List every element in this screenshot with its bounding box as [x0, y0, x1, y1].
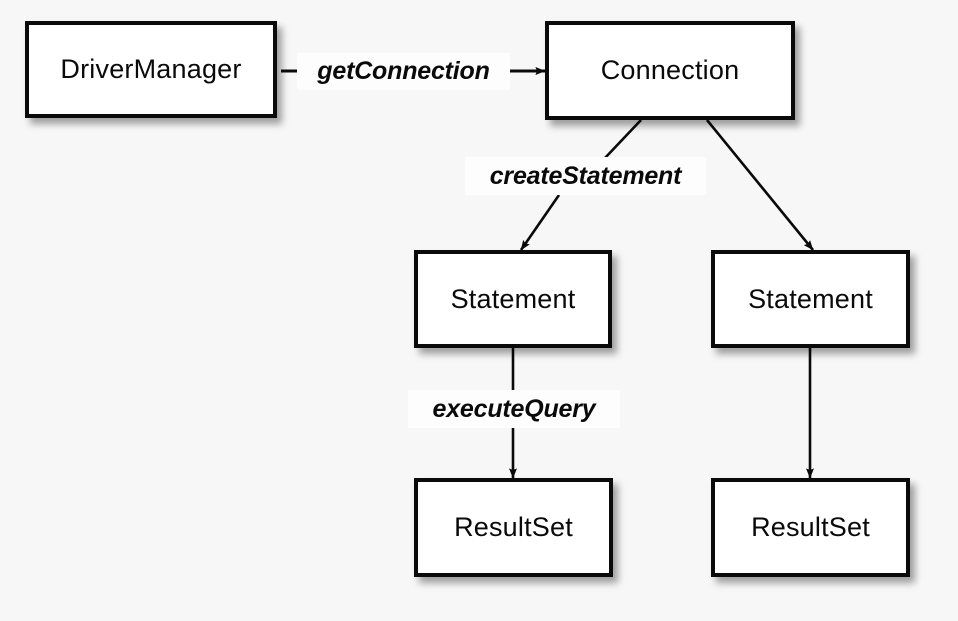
edge-label-text-execute-query: executeQuery — [432, 394, 596, 423]
edge-label-text-get-connection: getConnection — [317, 57, 490, 85]
node-driver-manager[interactable]: DriverManager — [25, 21, 277, 118]
edge-create-statement-lower — [519, 194, 561, 251]
node-label-connection: Connection — [600, 55, 740, 85]
edge-label-execute-query: executeQuery — [408, 390, 620, 428]
edge-create-statement-upper — [604, 119, 642, 159]
edge-label-text-create-statement: createStatement — [489, 161, 682, 190]
node-statement-right[interactable]: Statement — [711, 250, 910, 348]
node-resultset-right[interactable]: ResultSet — [711, 478, 910, 577]
node-label-driver-manager: DriverManager — [60, 54, 242, 84]
node-label-statement-left: Statement — [450, 283, 576, 314]
edge-label-get-connection: getConnection — [297, 53, 510, 90]
node-resultset-left[interactable]: ResultSet — [414, 478, 613, 577]
node-label-resultset-left: ResultSet — [454, 512, 573, 542]
node-label-resultset-right: ResultSet — [751, 512, 870, 542]
edge-connection-to-statement-right — [705, 119, 815, 251]
node-statement-left[interactable]: Statement — [414, 250, 612, 348]
edge-label-create-statement: createStatement — [465, 157, 706, 195]
node-label-statement-right: Statement — [748, 283, 873, 314]
node-connection[interactable]: Connection — [545, 21, 795, 120]
